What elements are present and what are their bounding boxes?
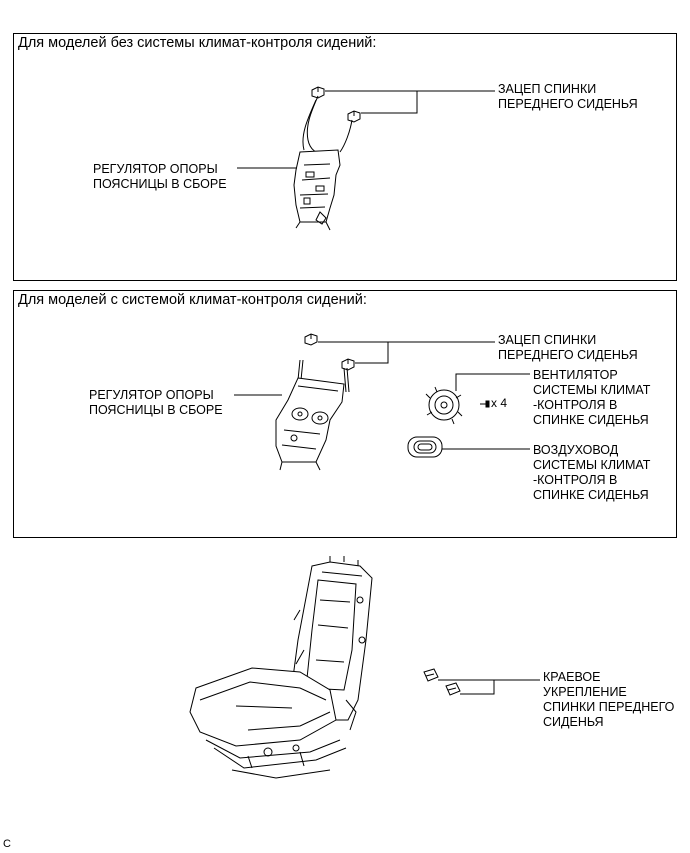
label-seatback-hook-2: ЗАЦЕП СПИНКИ ПЕРЕДНЕГО СИДЕНЬЯ: [498, 333, 638, 362]
label-seatback-hook-1: ЗАЦЕП СПИНКИ ПЕРЕДНЕГО СИДЕНЬЯ: [498, 82, 638, 111]
screw-icon: [480, 400, 490, 408]
corner-mark: C: [3, 838, 11, 850]
lumbar-assembly-2: [275, 359, 350, 471]
label-climate-duct: ВОЗДУХОВОД СИСТЕМЫ КЛИМАТ -КОНТРОЛЯ В СП…: [533, 443, 651, 502]
label-lumbar-assembly-1: РЕГУЛЯТОР ОПОРЫ ПОЯСНИЦЫ В СБОРЕ: [93, 162, 227, 191]
seatback-hook-part-2a: [304, 333, 318, 346]
leader-edge-support: [438, 679, 540, 695]
leader-fan: [455, 373, 530, 391]
climate-fan: [425, 386, 463, 425]
label-climate-fan: ВЕНТИЛЯТОР СИСТЕМЫ КЛИМАТ -КОНТРОЛЯ В СП…: [533, 368, 651, 427]
leader-hook-2: [318, 341, 495, 364]
seatback-hook-part-1b: [347, 110, 361, 123]
seatback-hook-part-1a: [311, 86, 325, 99]
edge-support-parts: [423, 668, 461, 696]
label-lumbar-assembly-2: РЕГУЛЯТОР ОПОРЫ ПОЯСНИЦЫ В СБОРЕ: [89, 388, 223, 417]
panel-with-climate: [13, 290, 677, 538]
seatback-hook-part-2b: [341, 358, 355, 371]
leader-hook-1: [325, 90, 495, 114]
seat-illustration: [189, 556, 373, 779]
climate-duct: [407, 436, 443, 458]
label-screw-count: x 4: [491, 396, 508, 410]
panel-without-climate: [13, 33, 677, 281]
panel-2-title: Для моделей с системой климат-контроля с…: [18, 292, 367, 308]
label-edge-support: КРАЕВОЕ УКРЕПЛЕНИЕ СПИНКИ ПЕРЕДНЕГО СИДЕ…: [543, 670, 675, 729]
panel-1-title: Для моделей без системы климат-контроля …: [18, 35, 377, 51]
lumbar-assembly-1: [293, 95, 353, 231]
